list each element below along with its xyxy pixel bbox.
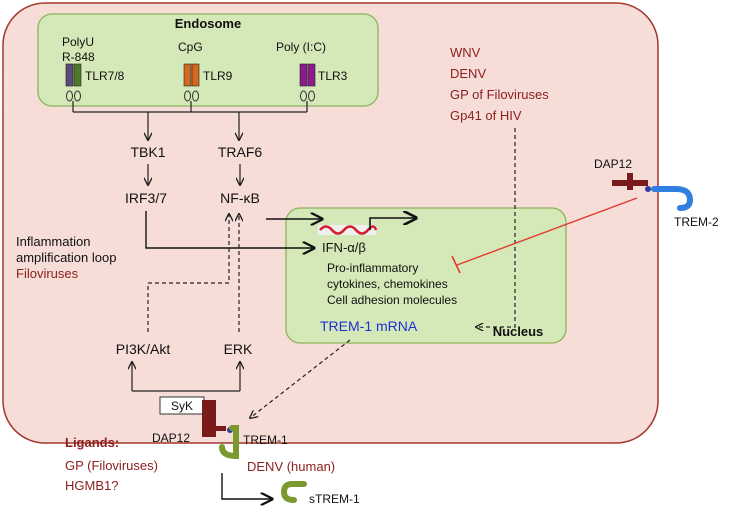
endosome-title: Endosome xyxy=(175,16,241,31)
syk-branch-arrows xyxy=(132,362,240,392)
strem1-release-arrow xyxy=(221,473,272,499)
tlr78-label: TLR7/8 xyxy=(85,69,125,83)
tlr78-receptor xyxy=(65,63,82,102)
tlr-connector xyxy=(72,101,308,140)
nfkb-label: NF-κB xyxy=(220,190,260,206)
loop-line3: Filoviruses xyxy=(16,266,79,281)
irf37-label: IRF3/7 xyxy=(125,190,167,206)
trem2-inhibition-line xyxy=(456,197,638,266)
strem1-label: sTREM-1 xyxy=(309,492,360,506)
tlr9-label: TLR9 xyxy=(203,69,233,83)
ligand-r848: R-848 xyxy=(62,50,95,64)
loop-line1: Inflammation xyxy=(16,234,90,249)
ligand-polyu: PolyU xyxy=(62,35,94,49)
trem1-receptor xyxy=(219,425,239,460)
ligand-polyic: Poly (I:C) xyxy=(276,40,326,54)
nucleus-line1: Pro-inflammatory xyxy=(327,261,418,275)
trem2-dap12 xyxy=(612,173,648,190)
traf6-label: TRAF6 xyxy=(218,144,263,160)
virus-gp41-hiv: Gp41 of HIV xyxy=(450,108,522,123)
trem1-dap12-stub xyxy=(216,426,226,431)
trem1-mrna-to-surface-arrow xyxy=(250,339,351,418)
ligand-gp-filoviruses: GP (Filoviruses) xyxy=(65,458,158,473)
virus-wnv: WNV xyxy=(450,45,481,60)
ligand-hgmb1: HGMB1? xyxy=(65,478,118,493)
trem1-dap12-label: DAP12 xyxy=(152,431,190,445)
nucleus-title: Nucleus xyxy=(493,324,544,339)
virus-denv: DENV xyxy=(450,66,486,81)
trem2-joint xyxy=(645,186,651,192)
trem1-dap12 xyxy=(202,400,216,437)
tbk1-label: TBK1 xyxy=(130,144,165,160)
virus-to-nucleus-dashed-arrow xyxy=(476,128,516,327)
nucleus-line3: Cell adhesion molecules xyxy=(327,293,457,307)
trem1-mrna-label: TREM-1 mRNA xyxy=(320,318,418,334)
erk-label: ERK xyxy=(224,341,253,357)
tlr9-receptor xyxy=(183,63,200,102)
syk-label: SyK xyxy=(171,399,193,413)
strem1-fragment xyxy=(280,481,307,503)
ligand-cpg: CpG xyxy=(178,40,203,54)
loop-line2: amplification loop xyxy=(16,250,116,265)
pi3k-label: PI3K/Akt xyxy=(116,341,171,357)
trem2-dap12-label: DAP12 xyxy=(594,157,632,171)
denv-human-label: DENV (human) xyxy=(247,459,335,474)
tlr3-label: TLR3 xyxy=(318,69,348,83)
trem1-label: TREM-1 xyxy=(243,433,288,447)
tlr3-receptor xyxy=(299,63,316,102)
pi3k-loop-dashed-arrow xyxy=(147,214,229,332)
gene-dna xyxy=(318,218,416,235)
irf-to-nucleus-arrow xyxy=(145,211,314,248)
ligands-title: Ligands: xyxy=(65,435,119,450)
trem2-label: TREM-2 xyxy=(674,215,719,229)
ifn-label: IFN-α/β xyxy=(322,240,366,255)
nucleus-line2: cytokines, chemokines xyxy=(327,277,448,291)
endosome-compartment xyxy=(37,13,379,107)
virus-gp-filoviruses: GP of Filoviruses xyxy=(450,87,549,102)
trem2-receptor xyxy=(651,186,694,211)
inhibition-bar xyxy=(451,255,461,274)
nucleus-compartment xyxy=(285,207,567,344)
